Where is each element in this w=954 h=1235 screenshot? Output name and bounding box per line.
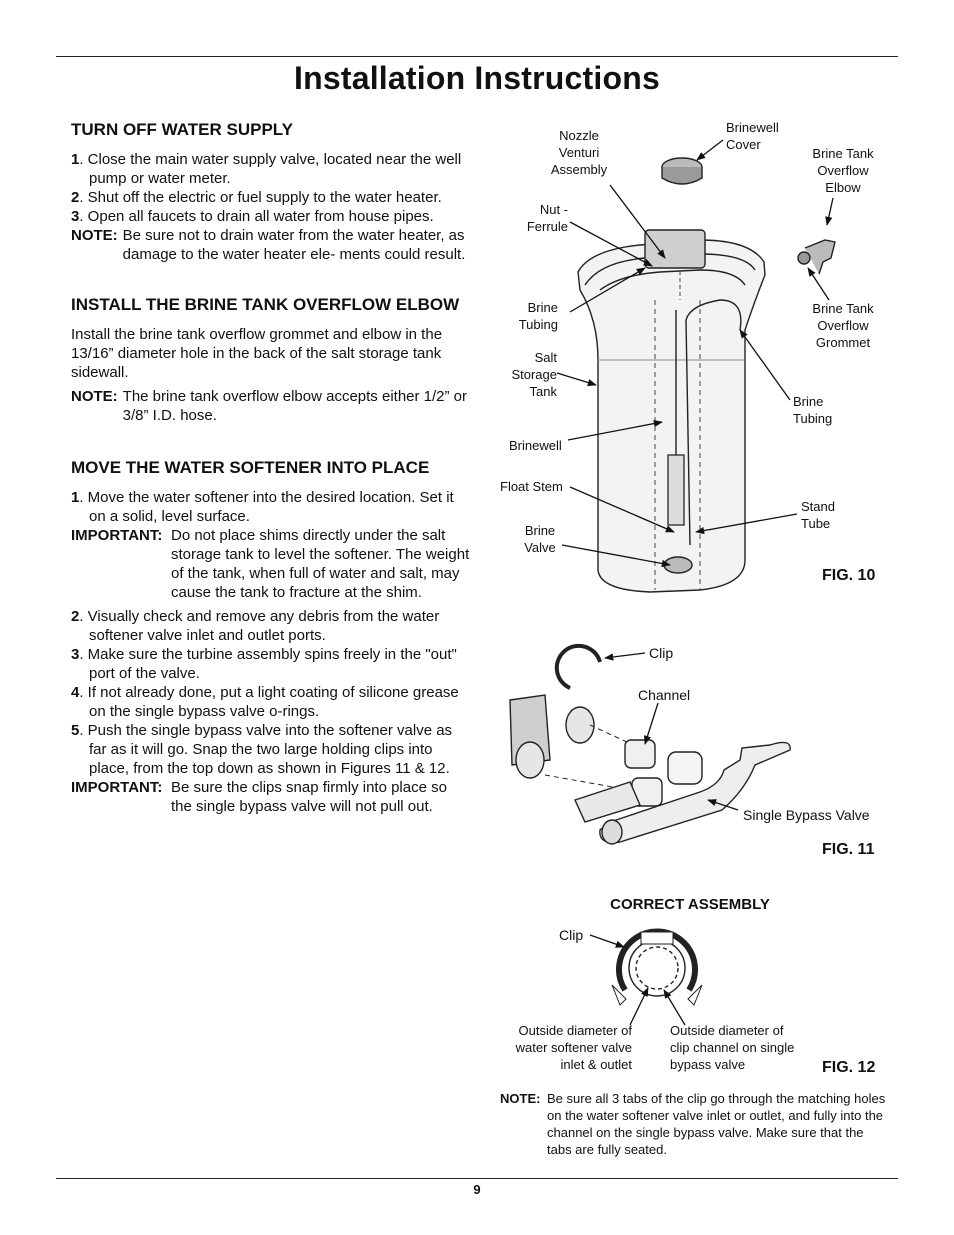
section-body: Install the brine tank overflow grommet …	[71, 326, 443, 381]
callout-brine-tubing-left: Brine Tubing	[518, 300, 558, 332]
section-turn-off-water: TURN OFF WATER SUPPLY 1. Close the main …	[71, 118, 471, 264]
note-label: NOTE:	[71, 388, 118, 405]
callout-outside-channel: Outside diameter of clip channel on sing…	[670, 1023, 795, 1072]
list-item: 2. Visually check and remove any debris …	[71, 608, 440, 644]
callout-brinewell-cover: Brinewell Cover	[726, 120, 779, 152]
important-label: IMPORTANT:	[71, 527, 163, 544]
list-item: 3. Open all faucets to drain all water f…	[71, 208, 434, 225]
note-label: NOTE:	[500, 1091, 541, 1106]
section-heading: MOVE THE WATER SOFTENER INTO PLACE	[71, 458, 430, 477]
callout-nozzle-venturi: Nozzle Venturi Assembly	[550, 128, 608, 177]
section-move-softener: MOVE THE WATER SOFTENER INTO PLACE 1. Mo…	[71, 456, 471, 816]
top-rule	[56, 56, 898, 57]
note: NOTE:The brine tank overflow elbow accep…	[71, 387, 471, 425]
page-number: 9	[473, 1182, 481, 1197]
fig11-label: FIG. 11	[822, 841, 875, 858]
important-label: IMPORTANT:	[71, 779, 163, 796]
important-text: Do not place shims directly under the sa…	[171, 527, 470, 601]
callout-brinewell: Brinewell	[509, 438, 562, 453]
list-item: 5. Push the single bypass valve into the…	[71, 722, 453, 777]
callout-stand-tube: Stand Tube	[801, 499, 835, 531]
section-heading: TURN OFF WATER SUPPLY	[71, 120, 293, 139]
callout-brine-valve: Brine Valve	[524, 523, 556, 555]
callout-clip-fig12: Clip	[559, 927, 584, 943]
fig10-label: FIG. 10	[822, 567, 876, 584]
clip-cross-section	[611, 928, 703, 1006]
callout-overflow-elbow: Brine Tank Overflow Elbow	[812, 146, 874, 195]
list-item: 4. If not already done, put a light coat…	[71, 684, 459, 720]
note-text: Be sure not to drain water from the wate…	[122, 227, 466, 263]
note-text: Be sure all 3 tabs of the clip go throug…	[547, 1091, 886, 1157]
note-text: The brine tank overflow elbow accepts ei…	[122, 388, 468, 424]
list-item: 1. Close the main water supply valve, lo…	[71, 151, 462, 187]
bottom-rule	[56, 1178, 898, 1179]
callout-float-stem: Float Stem	[500, 479, 563, 494]
callout-nut-ferrule: Nut - Ferrule	[526, 202, 568, 234]
left-column: TURN OFF WATER SUPPLY 1. Close the main …	[71, 118, 471, 821]
callout-single-bypass-valve: Single Bypass Valve	[743, 807, 870, 823]
important-text: Be sure the clips snap firmly into place…	[171, 779, 447, 815]
callout-clip: Clip	[649, 645, 674, 661]
callout-outside-softener: Outside diameter of water softener valve…	[515, 1023, 632, 1072]
salt-tank-illustration	[577, 157, 836, 593]
note: NOTE:Be sure not to drain water from the…	[71, 226, 471, 264]
list-item: 3. Make sure the turbine assembly spins …	[71, 646, 457, 682]
fig12-label: FIG. 12	[822, 1059, 876, 1076]
bypass-valve-illustration	[509, 643, 791, 845]
note-label: NOTE:	[71, 227, 118, 244]
callout-channel: Channel	[638, 687, 691, 703]
callout-overflow-grommet: Brine Tank Overflow Grommet	[812, 301, 874, 350]
important-note: IMPORTANT: Do not place shims directly un…	[71, 526, 471, 602]
important-note: IMPORTANT: Be sure the clips snap firmly …	[71, 778, 471, 816]
callout-salt-storage-tank: Salt Storage Tank	[511, 350, 557, 399]
list-item: 2. Shut off the electric or fuel supply …	[71, 189, 442, 206]
section-overflow-elbow: INSTALL THE BRINE TANK OVERFLOW ELBOW In…	[71, 293, 471, 425]
section-heading: INSTALL THE BRINE TANK OVERFLOW ELBOW	[71, 295, 460, 314]
list-item: 1. Move the water softener into the desi…	[71, 489, 454, 525]
correct-assembly-heading: CORRECT ASSEMBLY	[610, 896, 770, 913]
page-title: Installation Instructions	[294, 60, 660, 96]
callout-brine-tubing-right: Brine Tubing	[793, 394, 833, 426]
fig12-note: NOTE: Be sure all 3 tabs of the clip go …	[500, 1090, 890, 1158]
